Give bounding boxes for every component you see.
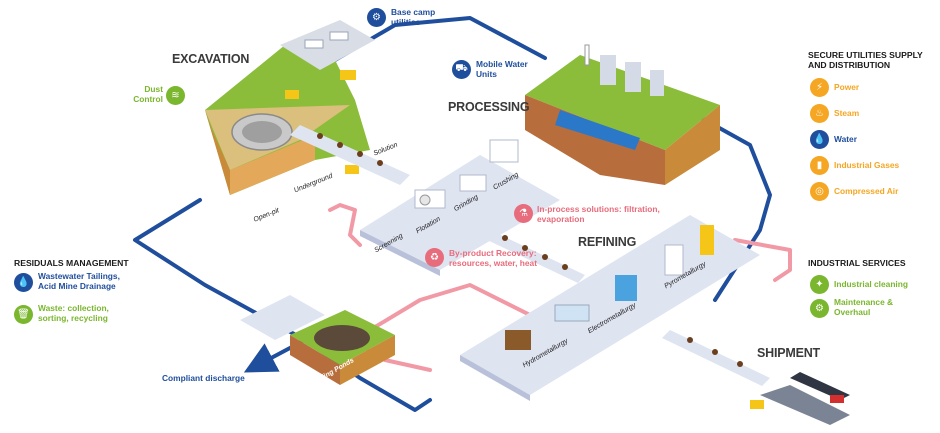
power-label: Power	[834, 82, 860, 92]
compliant-discharge-label: Compliant discharge	[162, 373, 245, 383]
mobile-water-truck-icon: ⛟	[452, 60, 471, 79]
waste-label: Waste: collection, sorting, recycling	[38, 303, 109, 323]
base-camp	[280, 20, 375, 70]
ship-and-train	[750, 372, 850, 425]
industrial-services-title: INDUSTRIAL SERVICES	[808, 258, 906, 268]
dust-control-icon: ≋	[166, 86, 185, 105]
processing-platform	[360, 139, 560, 276]
tailing-pond-block	[240, 295, 395, 385]
byproduct-label: By-product Recovery: resources, water, h…	[449, 248, 537, 268]
base-camp-label: Base camp utilities	[391, 7, 436, 27]
base-camp-icon: ⚙	[367, 8, 386, 27]
mobile-water-label: Mobile Water Units	[476, 59, 528, 79]
waste-bin-icon: 🗑	[14, 305, 33, 324]
conveyor-mine	[290, 125, 410, 185]
refining-title: REFINING	[578, 235, 637, 249]
industrial-gases-label: Industrial Gases	[834, 160, 900, 170]
excavation-title: EXCAVATION	[172, 52, 250, 66]
compressed-air-label: Compressed Air	[834, 186, 899, 196]
processing-title: PROCESSING	[448, 100, 530, 114]
power-plant-block	[525, 44, 720, 185]
maintenance-label: Maintenance & Overhaul	[834, 297, 894, 317]
in-process-label: In-process solutions: filtration, evapor…	[537, 204, 660, 224]
excavation-block	[205, 45, 370, 195]
shipment-conveyor	[662, 330, 770, 386]
cleaning-icon: ✦	[810, 275, 829, 294]
compressed-air-icon: ◎	[810, 182, 829, 201]
conveyor-refining	[483, 230, 585, 283]
refining-platform	[460, 215, 760, 401]
wastewater-label: Wastewater Tailings, Acid Mine Drainage	[38, 271, 120, 291]
power-icon: ⚡	[810, 78, 829, 97]
byproduct-recovery-icon: ♻	[425, 248, 444, 267]
water-drop-icon: 💧	[14, 273, 33, 292]
steam-label: Steam	[834, 108, 860, 118]
shipment-title: SHIPMENT	[757, 346, 820, 360]
industrial-cleaning-label: Industrial cleaning	[834, 279, 908, 289]
water-drop-icon: 💧	[810, 130, 829, 149]
secure-utilities-title: SECURE UTILITIES SUPPLY AND DISTRIBUTION	[808, 50, 923, 70]
residuals-title: RESIDUALS MANAGEMENT	[14, 258, 129, 268]
gas-cylinder-icon: ▮	[810, 156, 829, 175]
steam-icon: ♨	[810, 104, 829, 123]
in-process-icon: ⚗	[514, 204, 533, 223]
maintenance-icon: ⚙	[810, 299, 829, 318]
dust-control-label: Dust Control	[133, 84, 163, 104]
water-label: Water	[834, 134, 857, 144]
